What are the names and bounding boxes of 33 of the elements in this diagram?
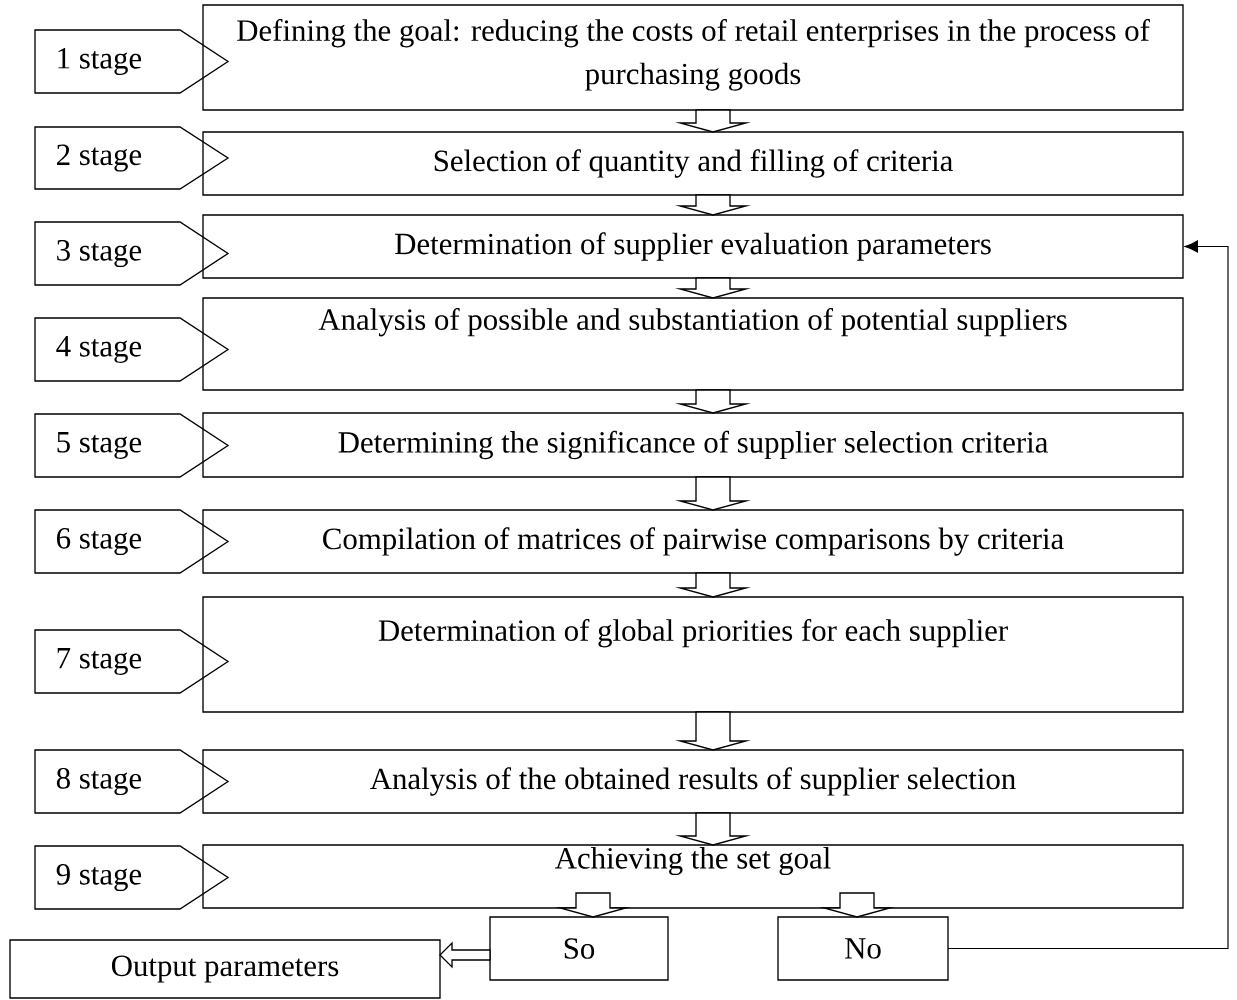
block-arrow [675,711,751,751]
stage-tag: 5 stage [34,413,230,478]
process-box: Determining the significance of supplier selection criteria [202,412,1184,478]
answer-box: So [489,916,669,981]
stage-tag: 6 stage [34,509,230,574]
answer-box: No [777,916,949,981]
block-arrow [439,941,491,969]
output-box: Output parameters [9,939,441,999]
stage-tag: 3 stage [34,221,230,286]
process-box: Achieving the set goal [202,844,1184,909]
block-arrow [819,892,895,918]
stage-tag: 9 stage [34,845,230,910]
block-arrow [675,812,751,846]
process-box: Defining the goal: reducing the costs of retail enterprises in the process of purchasing goods [202,4,1184,111]
block-arrow [675,476,751,511]
process-box: Compilation of matrices of pairwise comparisons by criteria [202,509,1184,574]
stage-tag: 7 stage [34,629,230,694]
block-arrow [675,277,751,299]
block-arrow [675,572,751,598]
process-box: Selection of quantity and filling of criteria [202,131,1184,196]
process-box: Determination of global priorities for each supplier [202,596,1184,713]
block-arrow [675,194,751,216]
block-arrow [555,892,631,918]
stage-tag: 2 stage [34,126,230,190]
stage-tag: 4 stage [34,317,230,382]
stage-tag: 1 stage [34,29,230,94]
block-arrow [675,389,751,414]
arrow [947,240,1229,950]
stage-tag: 8 stage [34,749,230,814]
process-box: Analysis of possible and substantiation of potential suppliers [202,297,1184,391]
process-box: Determination of supplier evaluation parameters [202,214,1184,279]
block-arrow [675,109,751,133]
process-box: Analysis of the obtained results of supplier selection [202,749,1184,814]
